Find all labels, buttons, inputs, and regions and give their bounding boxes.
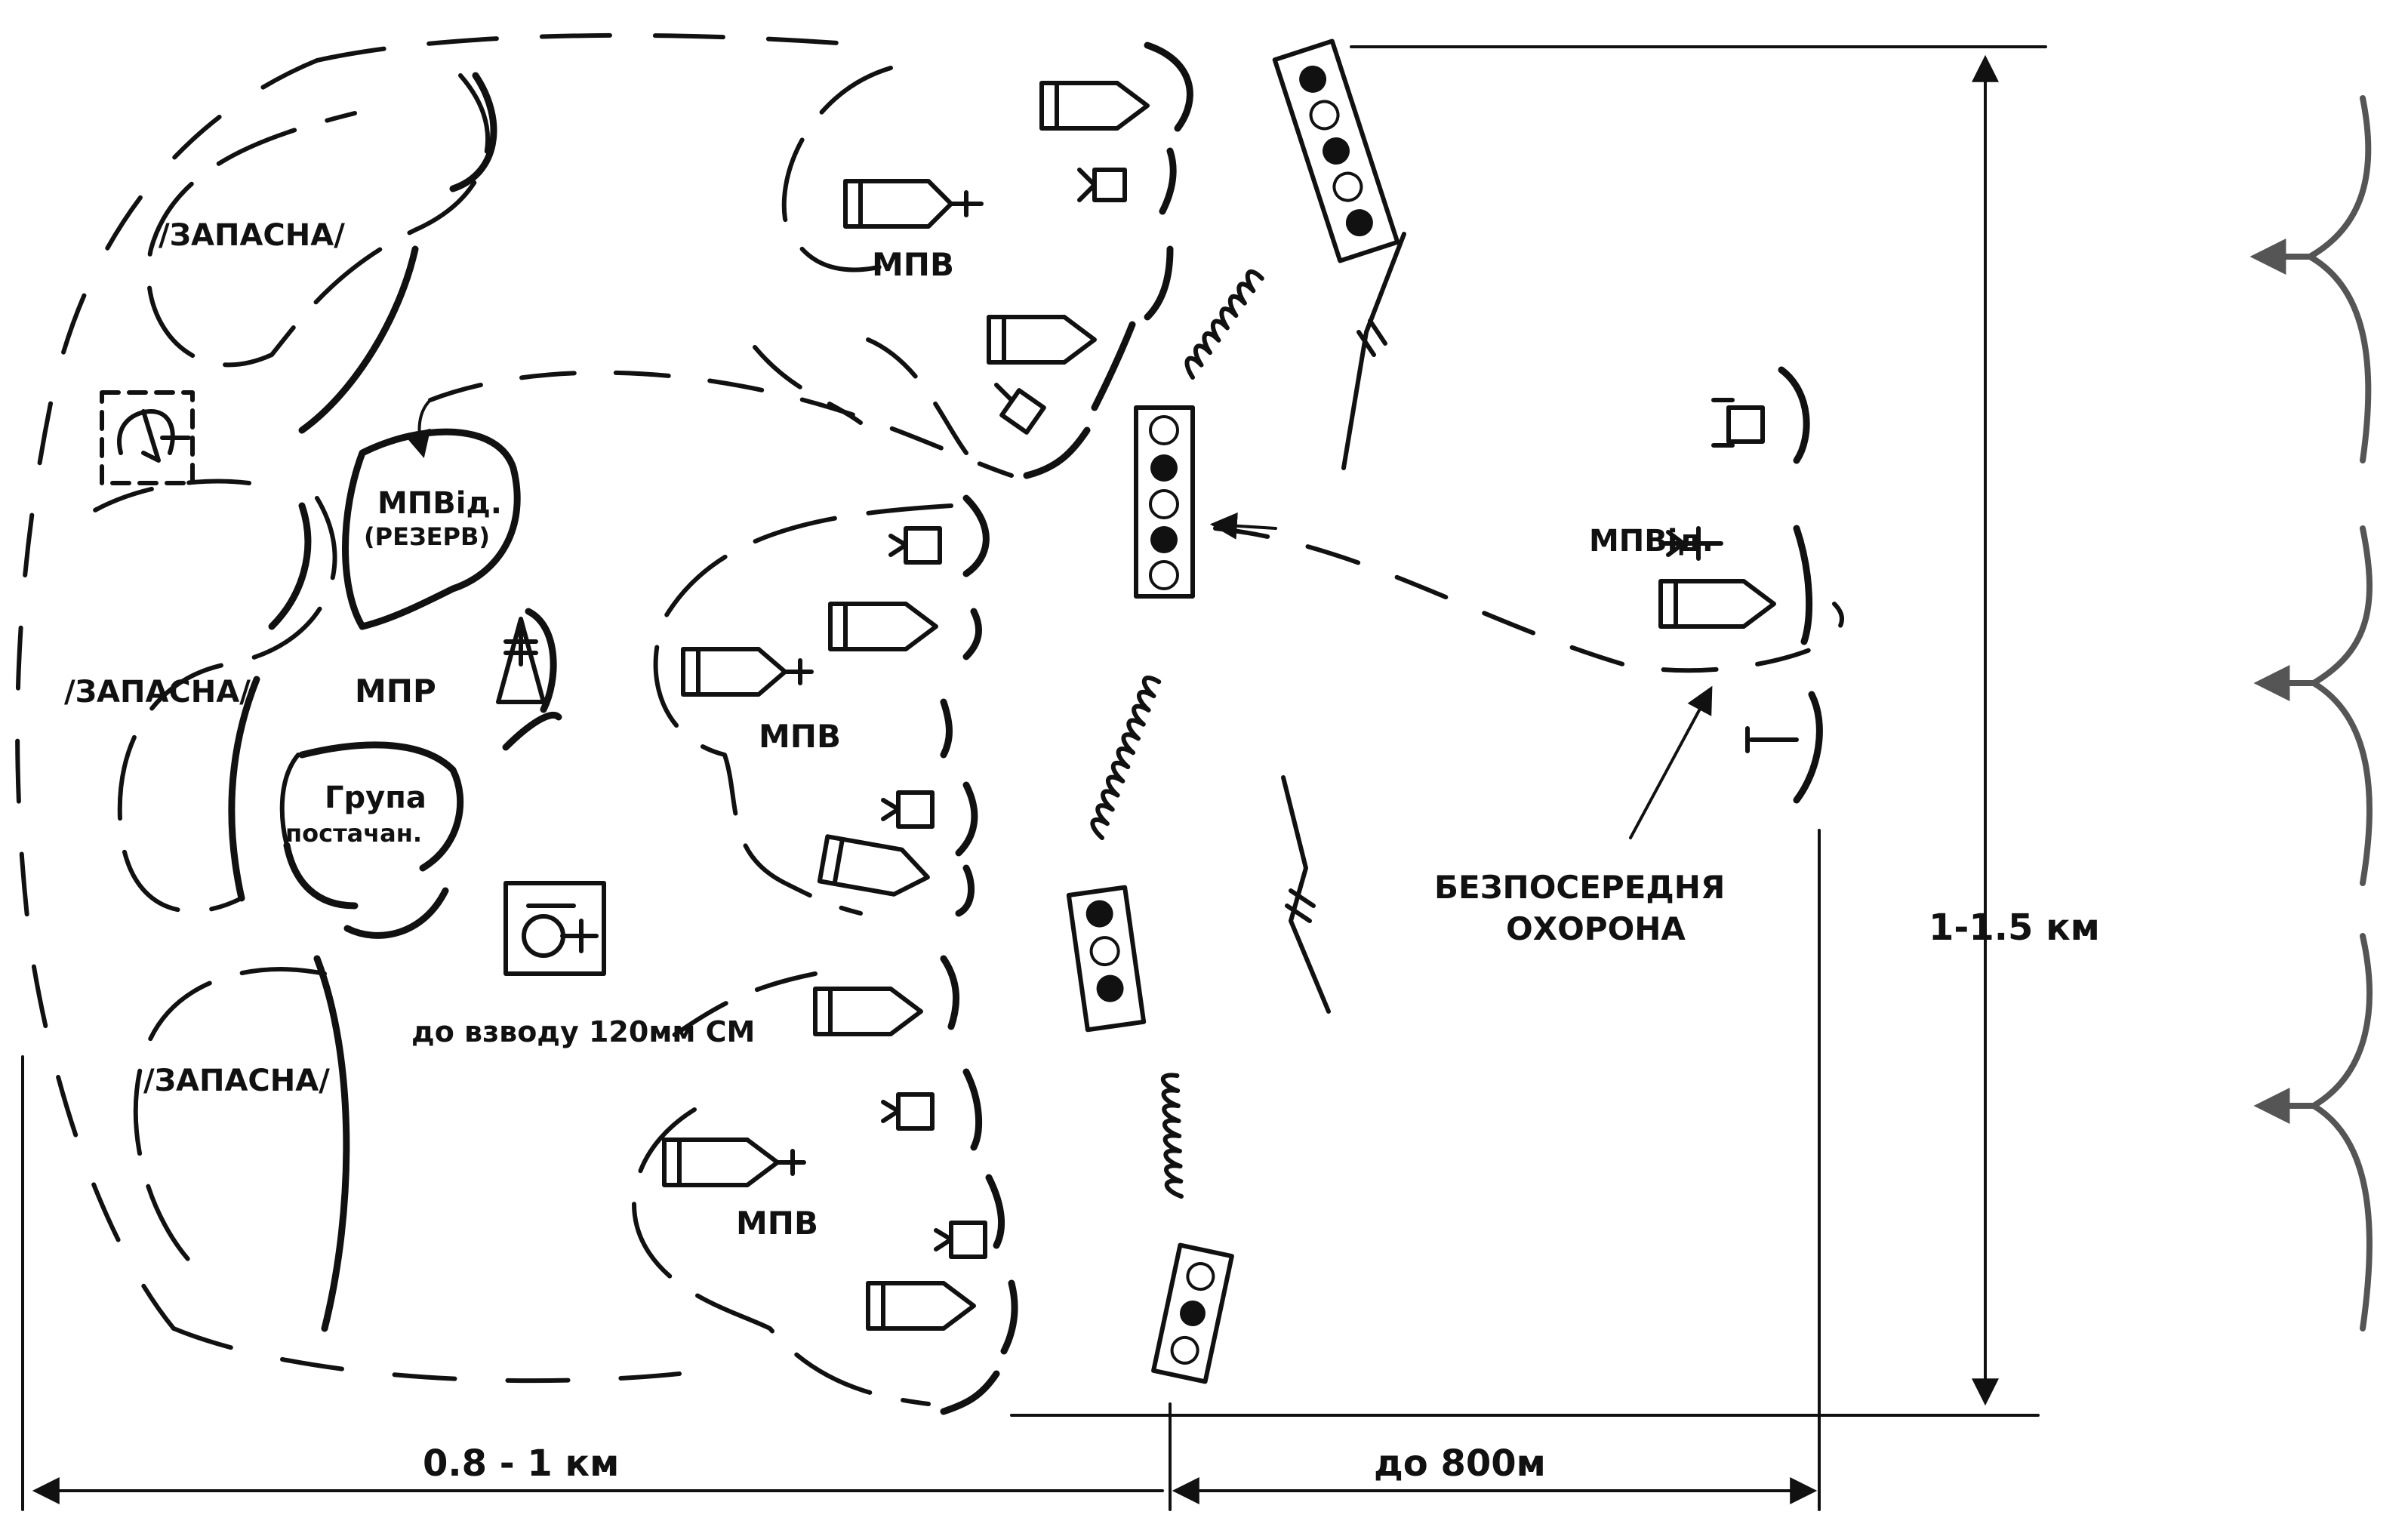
- reserve-position-1: [146, 72, 497, 434]
- antitank-ditch-upper: [1341, 232, 1406, 470]
- mpv-1-bmp-3: [987, 315, 1097, 365]
- wire-obstacle-1: [1184, 269, 1264, 380]
- mpv-1-bmp-2: [843, 179, 984, 229]
- mpv-3-bmp-3: [866, 1281, 976, 1331]
- wire-obstacle-3: [1161, 1073, 1184, 1199]
- wire-obstacle-2: [1090, 676, 1162, 840]
- minefield-1: [1272, 38, 1400, 263]
- battalion-command-post: [100, 390, 195, 485]
- mpv-1-squad-icon-2: [994, 383, 1046, 435]
- mpv-company-1-area: [753, 42, 1193, 479]
- reserve-position-3: [133, 955, 350, 1332]
- supply-group-position: [279, 741, 464, 939]
- mpv-2-bmp-1: [828, 602, 938, 651]
- mpv-3-bmp-1: [813, 987, 923, 1036]
- reserve-position-2: [66, 479, 337, 914]
- mpv-2-bmp-2: [681, 647, 814, 697]
- mpv-3-bmp-2: [662, 1137, 806, 1187]
- direct-security-label-1: БЕЗПОСЕРЕДНЯ: [1434, 869, 1725, 906]
- forward-security-position: [1209, 366, 1844, 804]
- security-leader-arrow: [1629, 685, 1713, 839]
- supply-group-label-2: постачан.: [285, 819, 422, 848]
- mpv-2-squad-icon-2: [881, 790, 935, 829]
- mpvid-forward-label: МПВід.: [1589, 524, 1714, 559]
- mortar-position-icon: [503, 881, 606, 976]
- mpv-1-bmp-1: [1039, 81, 1150, 131]
- dimension-depth-label: 0.8 - 1 км: [423, 1442, 619, 1485]
- dimension-front-label: 1-1.5 км: [1929, 907, 2100, 949]
- dimension-lines: [21, 45, 2047, 1511]
- minefield-2: [1134, 405, 1195, 599]
- mpvid-reserve-label-1: МПВід.: [377, 486, 502, 521]
- mortar-platoon-label: до взводу 120мм СМ: [411, 1015, 755, 1048]
- reserve-label-1: /ЗАПАСНА/: [159, 218, 345, 253]
- antitank-ditch-lower: [1281, 775, 1331, 1014]
- mpv-label-1: МПВ: [872, 246, 954, 283]
- mpvid-reserve-position: [342, 370, 1014, 630]
- direct-security-label-2: ОХОРОНА: [1506, 910, 1686, 947]
- reserve-label-2: /ЗАПАСНА/: [64, 675, 251, 710]
- mpv-company-3-area: [632, 955, 1018, 1415]
- antitank-weapon-icon: [496, 608, 562, 751]
- minefield-3: [1066, 885, 1147, 1033]
- mpv-label-2: МПВ: [759, 718, 841, 755]
- mpr-label: МПР: [355, 673, 436, 710]
- enemy-front-line: [2249, 95, 2373, 1331]
- dimension-forward-label: до 800м: [1374, 1442, 1546, 1485]
- minefield-4: [1151, 1242, 1234, 1384]
- mpv-2-bmp-3: [817, 834, 930, 897]
- mpv-company-2-area: [653, 494, 990, 917]
- mpvid-reserve-label-2: (РЕЗЕРВ): [364, 522, 490, 551]
- reserve-label-3: /ЗАПАСНА/: [143, 1064, 330, 1098]
- mpv-3-squad-icon-1: [881, 1092, 935, 1131]
- mpv-2-squad-icon-1: [888, 526, 942, 565]
- mpv-1-squad-icon: [1077, 168, 1127, 202]
- outer-boundary: [15, 32, 870, 1384]
- supply-group-label-1: Група: [325, 780, 426, 815]
- mpv-label-3: МПВ: [736, 1205, 818, 1242]
- mpv-3-squad-icon-2: [934, 1221, 987, 1259]
